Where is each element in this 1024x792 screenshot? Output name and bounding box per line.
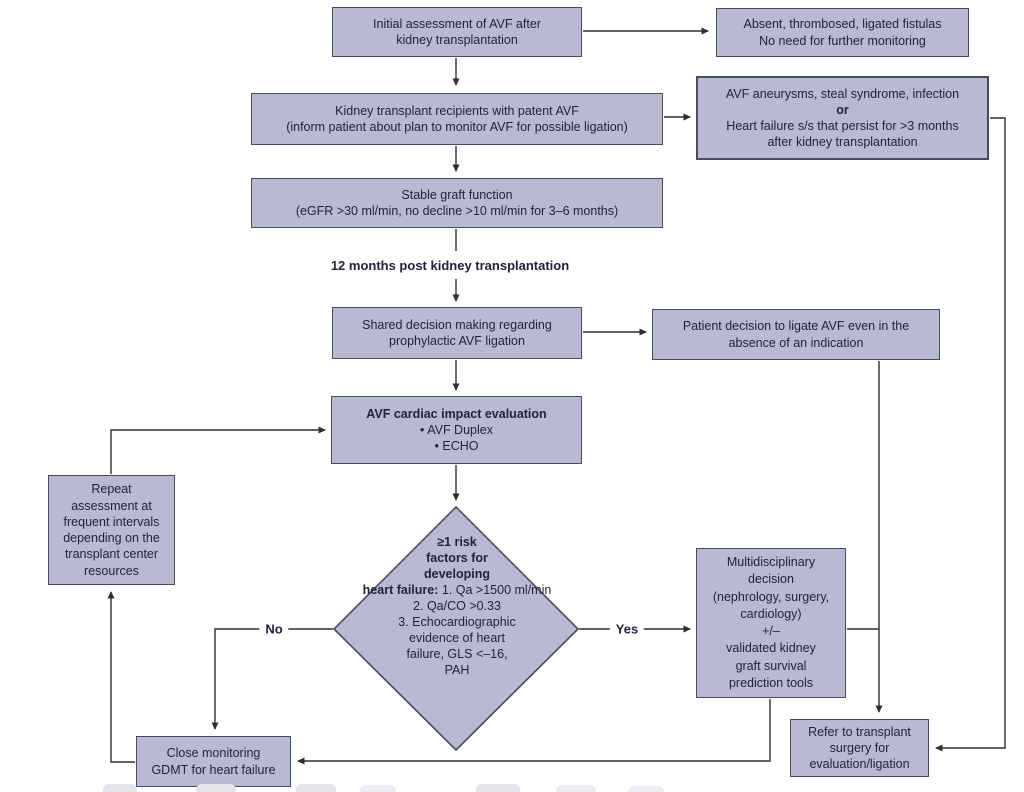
decision-diamond-shape bbox=[332, 505, 580, 752]
node-repeat-assessment: Repeat assessment at frequent intervals … bbox=[48, 475, 175, 585]
watermark-shape bbox=[360, 785, 396, 792]
node-patent-avf: Kidney transplant recipients with patent… bbox=[251, 93, 663, 145]
node-close-monitoring: Close monitoring GDMT for heart failure bbox=[136, 736, 291, 787]
node-shared-decision: Shared decision making regarding prophyl… bbox=[332, 307, 582, 359]
node-refer-surgery: Refer to transplant surgery for evaluati… bbox=[790, 719, 929, 777]
node-patient-decision: Patient decision to ligate AVF even in t… bbox=[652, 309, 940, 360]
watermark-shape bbox=[476, 784, 520, 792]
watermark-shape bbox=[196, 784, 236, 792]
cardiac-evaluation-bullets: • AVF Duplex • ECHO bbox=[420, 422, 493, 454]
node-complications: AVF aneurysms, steal syndrome, infection… bbox=[696, 76, 989, 160]
watermark-shape bbox=[628, 786, 664, 792]
node-cardiac-evaluation: AVF cardiac impact evaluation • AVF Dupl… bbox=[331, 396, 582, 464]
watermark-shape bbox=[103, 784, 137, 792]
node-stable-graft: Stable graft function (eGFR >30 ml/min, … bbox=[251, 178, 663, 228]
arrow-multidisciplinary-to-close bbox=[297, 699, 771, 765]
complications-line2: Heart failure s/s that persist for >3 mo… bbox=[726, 119, 959, 150]
risk-decision-title: ≥1 risk factors for developing heart fai… bbox=[362, 535, 490, 597]
cardiac-evaluation-title: AVF cardiac impact evaluation bbox=[366, 406, 547, 421]
node-risk-decision: ≥1 risk factors for developing heart fai… bbox=[351, 534, 563, 678]
arrow-repeat-to-cardiac bbox=[110, 426, 326, 474]
milestone-label: 12 months post kidney transplantation bbox=[330, 258, 570, 273]
node-multidisciplinary: Multidisciplinary decision (nephrology, … bbox=[696, 548, 846, 698]
node-no-monitoring: Absent, thrombosed, ligated fistulas No … bbox=[716, 8, 969, 57]
watermark-shape bbox=[296, 784, 336, 792]
watermark-shape bbox=[556, 785, 596, 792]
node-initial-assessment: Initial assessment of AVF after kidney t… bbox=[332, 7, 582, 57]
arrow-no-to-close bbox=[211, 628, 333, 730]
risk-decision-items: 1. Qa >1500 ml/min 2. Qa/CO >0.33 3. Ech… bbox=[398, 583, 552, 677]
complications-or-label: or bbox=[836, 102, 849, 117]
no-branch-label: No bbox=[259, 621, 289, 637]
yes-branch-label: Yes bbox=[609, 621, 645, 637]
arrow-close-to-repeat bbox=[107, 591, 135, 763]
arrow-aneurysms-to-refer bbox=[935, 117, 1006, 752]
complications-line1: AVF aneurysms, steal syndrome, infection bbox=[725, 86, 960, 101]
